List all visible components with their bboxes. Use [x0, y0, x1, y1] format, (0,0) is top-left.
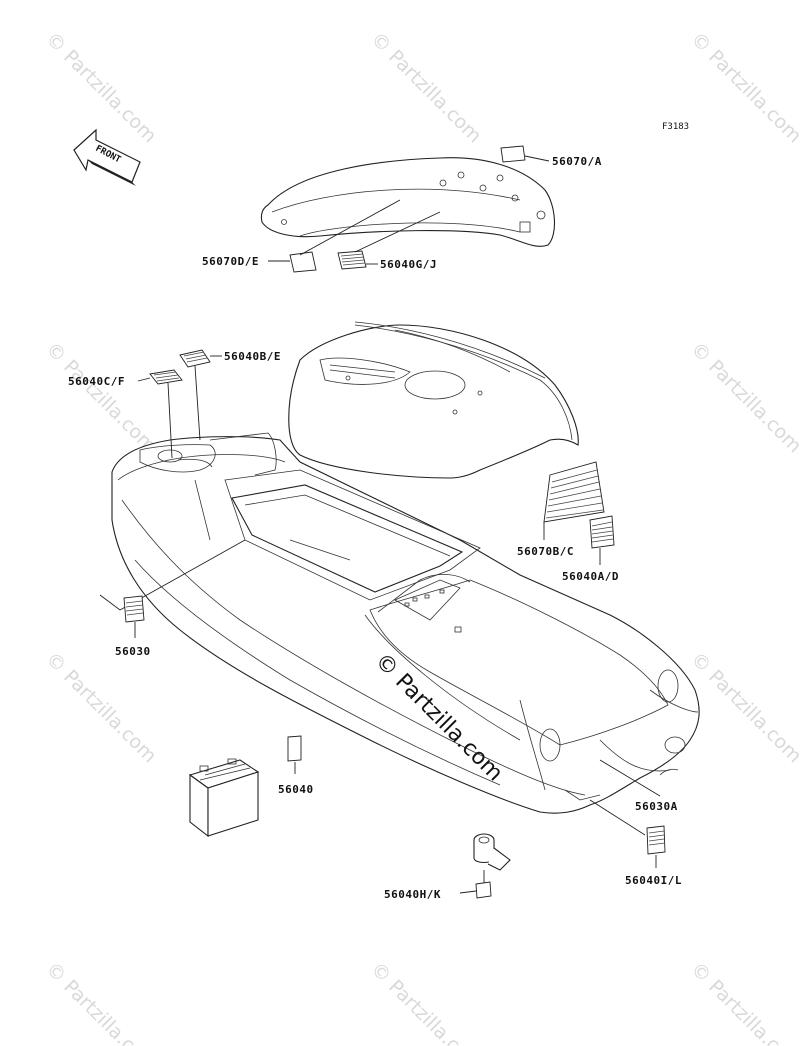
decal-56040-b-e: 56040B/E	[179, 349, 281, 441]
front-arrow-icon: FRONT	[73, 128, 141, 186]
watermark: © Partzilla.com	[366, 958, 485, 1046]
decal-56040: 56040	[278, 735, 314, 796]
label-56070-a: 56070/A	[552, 155, 602, 168]
decal-56070-b-c: 56070B/C	[517, 461, 605, 558]
label-56040-i-l: 56040I/L	[625, 874, 682, 887]
engine-cover	[288, 321, 579, 479]
watermark: © Partzilla.com	[41, 28, 160, 147]
watermark: © Partzilla.com	[41, 958, 160, 1046]
decal-56070-a: 56070/A	[500, 145, 602, 168]
fuel-fitting	[473, 833, 511, 871]
decal-56040-c-f: 56040C/F	[68, 369, 183, 459]
label-56030-a: 56030A	[635, 800, 678, 813]
label-56040: 56040	[278, 783, 314, 796]
watermark: © Partzilla.com	[686, 338, 800, 457]
label-56040-g-j: 56040G/J	[380, 258, 437, 271]
label-56070-b-c: 56070B/C	[517, 545, 574, 558]
decal-56040-a-d: 56040A/D	[562, 515, 619, 583]
figure-id: F3183	[662, 122, 689, 132]
label-56040-b-e: 56040B/E	[224, 350, 281, 363]
decal-56040-h-k: 56040H/K	[384, 870, 492, 901]
label-56030: 56030	[115, 645, 151, 658]
decal-56030: 56030	[99, 539, 246, 658]
label-56040-c-f: 56040C/F	[68, 375, 125, 388]
decal-56070-d-e: 56070D/E	[202, 199, 401, 273]
label-56040-a-d: 56040A/D	[562, 570, 619, 583]
battery	[188, 758, 260, 838]
watermark: © Partzilla.com	[41, 648, 160, 767]
decal-56040-g-j: 56040G/J	[337, 211, 441, 271]
watermark: © Partzilla.com	[366, 28, 485, 147]
rear-hatch-cover	[260, 157, 555, 247]
hull-body	[111, 432, 700, 814]
watermark: © Partzilla.com	[686, 648, 800, 767]
watermark: © Partzilla.com	[686, 28, 800, 147]
label-56040-h-k: 56040H/K	[384, 888, 441, 901]
label-56070-d-e: 56070D/E	[202, 255, 259, 268]
decal-56030-a: 56030A	[599, 759, 679, 813]
watermark: © Partzilla.com	[686, 958, 800, 1046]
watermark: © Partzilla.com	[41, 338, 160, 457]
decal-56040-i-l: 56040I/L	[589, 799, 682, 887]
